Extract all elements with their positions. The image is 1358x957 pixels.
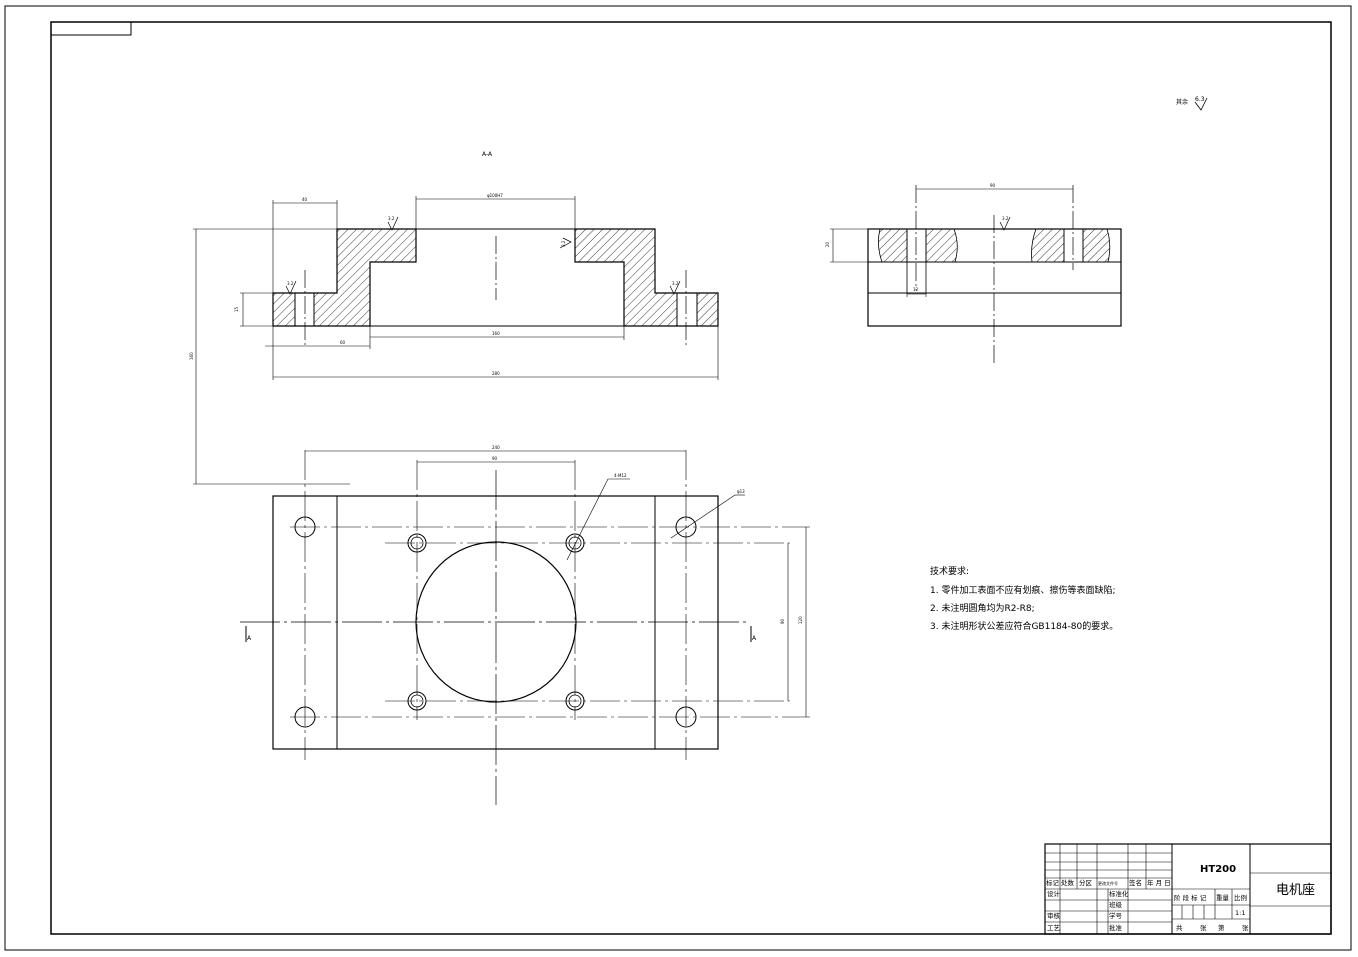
dim-side-height: 20	[825, 241, 830, 247]
tb-role: 学号	[1109, 911, 1123, 920]
dim-hole-callout: φ13	[737, 489, 745, 494]
dim-inner-height: 90	[780, 618, 785, 624]
section-roughness-label: 3.2	[561, 240, 566, 247]
notes-title: 技术要求:	[930, 565, 969, 577]
section-roughness-label: 3.2	[287, 281, 294, 286]
technical-notes: 技术要求: 1. 零件加工表面不应有划痕、擦伤等表面缺陷; 2. 未注明圆角均为…	[930, 565, 1118, 632]
tb-material: HT200	[1200, 864, 1236, 875]
tb-role: 工艺	[1047, 924, 1061, 932]
note-item: 2. 未注明圆角均为R2-R8;	[930, 602, 1035, 614]
tb-header: 分区	[1079, 878, 1093, 887]
dim-top-left-width: 40	[302, 197, 308, 202]
title-block: 标记 处数 分区 更改文件号 签名 年 月 日 设计 审核 工艺 标准化 班级 …	[1044, 843, 1332, 935]
tb-stage-header: 阶 段 标 记	[1174, 893, 1207, 902]
dim-bore: φ100H7	[487, 193, 503, 198]
dim-total-height: 160	[189, 352, 194, 360]
tb-scale: 1:1	[1235, 909, 1245, 917]
dim-inner-holes-span: 90	[492, 456, 498, 461]
dim-side-hole: 12	[913, 287, 919, 292]
general-roughness-note: 其余 6.3	[1176, 96, 1208, 111]
tb-sheet-info: 张	[1200, 923, 1207, 932]
dim-outer-height: 120	[798, 616, 803, 624]
tb-sheet-info: 第	[1218, 923, 1225, 932]
plan-view: A A 240 90 4-M12 φ13 90 120	[240, 445, 810, 805]
dim-flange-height: 15	[234, 306, 239, 312]
section-view-a-a: A-A 3.2 3.2 3.2 3.2 40	[189, 151, 719, 485]
section-view-title: A-A	[482, 151, 493, 158]
tb-role: 标准化	[1109, 889, 1129, 898]
note-item: 3. 未注明形状公差应符合GB1184-80的要求。	[930, 620, 1118, 632]
dim-thread-callout: 4-M12	[614, 473, 627, 478]
section-roughness-label: 3.2	[388, 216, 395, 221]
side-roughness-label: 3.2	[1002, 216, 1009, 221]
tb-header: 年 月 日	[1147, 878, 1171, 887]
tb-role: 审核	[1047, 911, 1061, 920]
tb-header: 标记	[1046, 878, 1060, 887]
tb-header: 签名	[1129, 878, 1142, 887]
tb-header: 处数	[1061, 878, 1075, 887]
dim-outer-holes-span: 240	[492, 445, 500, 450]
tb-stage-header: 比例	[1234, 893, 1247, 902]
tb-stage-header: 重量	[1216, 894, 1230, 902]
tb-role: 批准	[1109, 923, 1123, 932]
note-item: 1. 零件加工表面不应有划痕、擦伤等表面缺陷;	[930, 584, 1115, 596]
roughness-note-prefix: 其余	[1176, 98, 1188, 106]
section-roughness-label: 3.2	[672, 281, 679, 286]
tb-sheet-info: 张	[1242, 923, 1249, 932]
section-marker-left: A	[247, 635, 252, 642]
tb-header: 更改文件号	[1098, 880, 1118, 886]
section-marker-right: A	[752, 635, 757, 642]
dim-side-width: 90	[990, 183, 996, 188]
tb-role: 设计	[1047, 889, 1061, 898]
dim-total-width: 280	[492, 371, 500, 376]
sheet-inner-border	[50, 21, 1332, 935]
dim-left-step: 60	[340, 340, 346, 345]
dim-inner-width: 160	[492, 331, 500, 336]
corner-label-box	[50, 21, 132, 36]
tb-part-name: 电机座	[1276, 883, 1315, 898]
tb-sheet-info: 共	[1176, 923, 1183, 932]
tb-role: 班级	[1109, 900, 1123, 909]
sheet-outer-border	[4, 5, 1352, 951]
side-view: 3.2 90 20 12	[825, 183, 1122, 365]
roughness-note-value: 6.3	[1195, 96, 1205, 103]
